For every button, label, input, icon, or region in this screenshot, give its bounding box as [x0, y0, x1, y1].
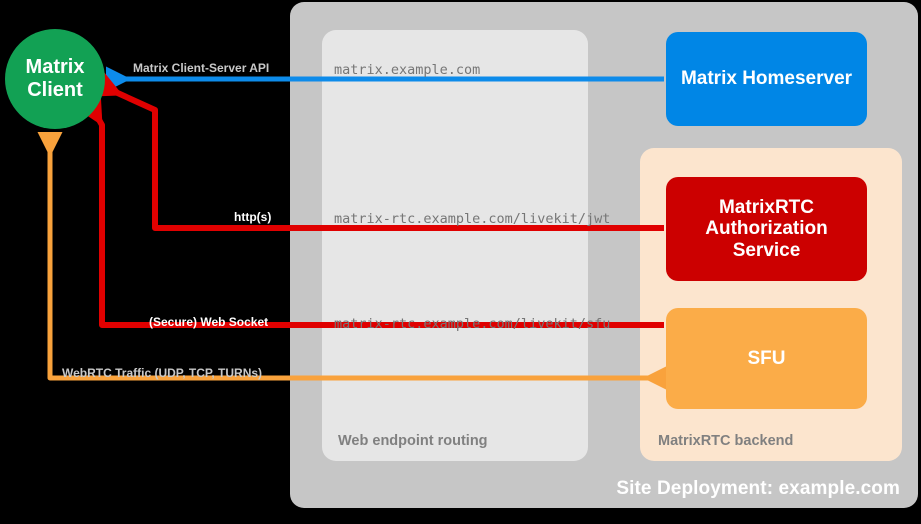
edge-webrtc-traffic: [37, 131, 669, 391]
matrixrtc-backend-label: MatrixRTC backend: [658, 433, 794, 449]
edge-label-matrix-client-server-api: Matrix Client-Server API: [133, 61, 270, 75]
sfu-label: SFU: [747, 347, 786, 369]
auth-service-line3: Service: [732, 239, 801, 261]
edge-label-https: http(s): [234, 210, 272, 224]
auth-service-line2: Authorization: [705, 218, 828, 240]
node-matrixrtc-authorization-service[interactable]: MatrixRTC Authorization Service: [666, 177, 867, 281]
edge-label-secure-web-socket: (Secure) Web Socket: [149, 315, 269, 329]
web-endpoint-routing-container: Web endpoint routing: [322, 30, 588, 461]
web-endpoint-routing-label: Web endpoint routing: [338, 433, 488, 449]
matrix-client-line2: Client: [27, 79, 83, 101]
matrix-homeserver-label: Matrix Homeserver: [680, 68, 853, 90]
matrix-client-line1: Matrix: [25, 56, 85, 79]
node-matrix-client[interactable]: Matrix Client: [5, 29, 105, 129]
endpoint-matrix-example-com: matrix.example.com: [334, 62, 481, 78]
edge-https-jwt: [89, 69, 664, 231]
edge-label-webrtc-traffic: WebRTC Traffic (UDP, TCP, TURNs): [62, 366, 263, 380]
endpoint-livekit-jwt: matrix-rtc.example.com/livekit/jwt: [334, 211, 611, 227]
auth-service-line1: MatrixRTC: [718, 196, 814, 218]
edge-secure-web-socket: [74, 92, 664, 328]
site-deployment-label: Site Deployment: example.com: [616, 478, 900, 499]
node-matrix-homeserver[interactable]: Matrix Homeserver: [666, 32, 867, 126]
endpoint-livekit-sfu: matrix-rtc.example.com/livekit/sfu: [334, 316, 611, 332]
node-sfu[interactable]: SFU: [666, 308, 867, 409]
